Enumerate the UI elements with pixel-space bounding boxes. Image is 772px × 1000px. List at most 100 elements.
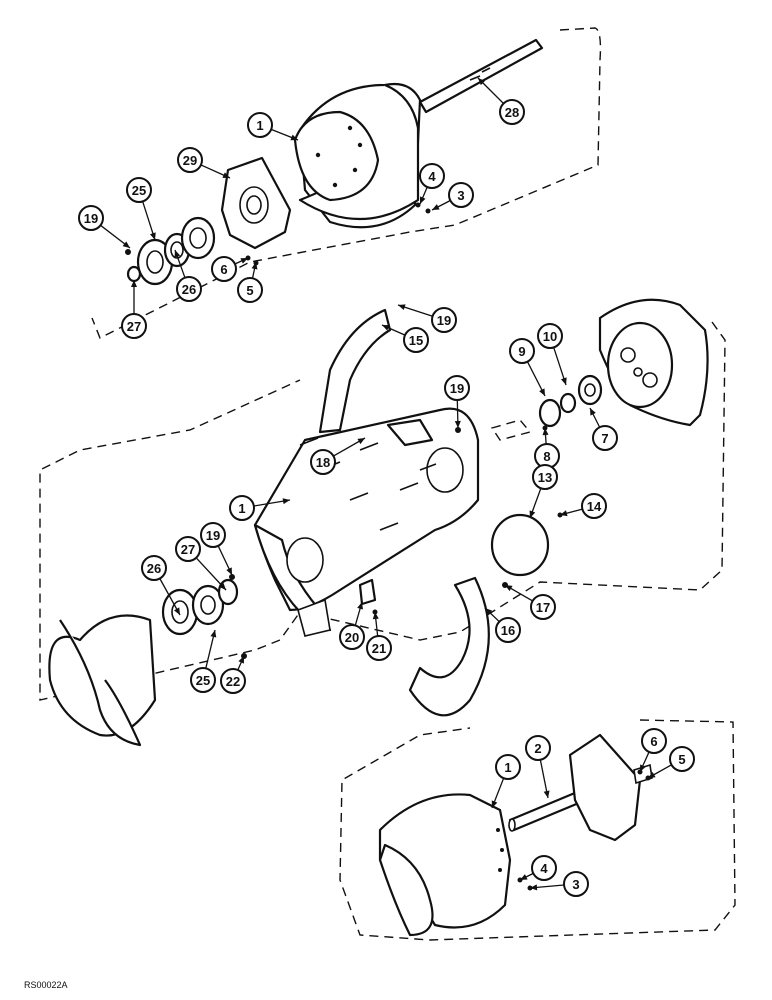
callout-20: 20 [339, 601, 365, 650]
callout-27: 27 [175, 536, 227, 591]
callout-number: 5 [678, 752, 685, 767]
callout-19: 19 [444, 375, 470, 429]
callout-number: 1 [256, 118, 263, 133]
callout-arrowhead [131, 280, 137, 287]
callout-arrowhead [398, 304, 406, 311]
callout-arrowhead [485, 608, 493, 616]
callout-arrowhead [210, 630, 217, 638]
callout-29: 29 [177, 147, 231, 179]
callout-25: 25 [190, 629, 217, 693]
callout-number: 3 [572, 877, 579, 892]
callout-arrowhead [560, 510, 568, 517]
callout-arrowhead [357, 602, 363, 610]
callout-arrowhead [529, 510, 536, 518]
callout-balloon [220, 668, 246, 694]
callout-arrowhead [640, 764, 646, 772]
callout-number: 27 [127, 319, 141, 334]
callout-arrowhead [173, 607, 180, 615]
callout-arrowhead [530, 884, 538, 891]
callout-balloon [200, 522, 226, 548]
callout-9: 9 [509, 338, 546, 397]
callout-5: 5 [237, 261, 263, 303]
callout-arrowhead [174, 250, 181, 258]
callout-arrowhead [543, 790, 550, 798]
callout-number: 26 [182, 282, 196, 297]
callout-number: 20 [345, 630, 359, 645]
callout-arrowhead [251, 262, 258, 270]
callout-arrowhead [454, 420, 461, 428]
callout-leader [195, 557, 227, 591]
callout-balloon [141, 555, 167, 581]
flange-bearing-left [161, 574, 239, 636]
callout-balloon [531, 855, 557, 881]
callout-number: 16 [501, 623, 515, 638]
bearing-plate-29 [220, 156, 292, 250]
callout-19: 19 [200, 522, 233, 576]
callout-arrowhead [648, 771, 656, 778]
callout-number: 4 [428, 169, 436, 184]
callout-number: 28 [505, 105, 519, 120]
callout-arrowhead [372, 612, 379, 620]
callout-balloon [229, 495, 255, 521]
nut-19-middle [455, 427, 461, 433]
callout-arrowhead [290, 134, 298, 141]
callout-balloon [403, 327, 429, 353]
callout-2: 2 [525, 735, 551, 799]
callout-balloon [419, 163, 445, 189]
callout-arrowhead [240, 258, 248, 264]
callout-number: 25 [132, 183, 146, 198]
callout-balloon [190, 667, 216, 693]
callout-number: 9 [518, 344, 525, 359]
callout-number: 7 [601, 431, 608, 446]
callout-arrowhead [539, 388, 545, 396]
group-boundary-middle [39, 321, 726, 701]
housing-drum-bottom [378, 793, 512, 937]
callout-28: 28 [477, 77, 525, 125]
auger-shaft-2 [508, 733, 653, 842]
callout-balloon [121, 313, 147, 339]
callout-balloon [495, 754, 521, 780]
callout-6: 6 [639, 728, 667, 773]
flange-bearing-right [538, 374, 603, 428]
callout-number: 1 [238, 501, 245, 516]
figure-code: RS00022A [24, 980, 68, 990]
callout-15: 15 [381, 324, 429, 353]
callout-balloon [499, 99, 525, 125]
callout-arrowhead [226, 567, 232, 575]
callout-balloon [237, 277, 263, 303]
callout-number: 8 [543, 449, 550, 464]
callout-balloon [310, 449, 336, 475]
callout-number: 25 [196, 673, 210, 688]
callout-16: 16 [484, 607, 521, 643]
callout-arrowhead [560, 377, 567, 385]
callout-18: 18 [310, 437, 366, 475]
callout-balloon [78, 205, 104, 231]
callout-arrowhead [357, 438, 365, 445]
group-boundary-top [91, 27, 602, 339]
callout-arrowhead [420, 196, 426, 204]
callout-balloon [563, 871, 589, 897]
cover-plate-13 [490, 513, 550, 577]
housing-drum-top [293, 82, 422, 229]
callout-number: 26 [147, 561, 161, 576]
callout-3: 3 [431, 182, 474, 211]
callout-number: 13 [538, 470, 552, 485]
callout-arrowhead [432, 204, 440, 210]
group-boundary-bottom [339, 719, 736, 941]
callout-balloon [532, 464, 558, 490]
callout-number: 6 [220, 262, 227, 277]
callout-number: 27 [181, 542, 195, 557]
callout-arrowhead [382, 325, 390, 331]
callout-number: 5 [246, 283, 253, 298]
callout-number: 14 [587, 499, 602, 514]
callout-arrowhead [491, 800, 498, 808]
callout-balloon [581, 493, 607, 519]
bolt-3-top [425, 208, 431, 214]
housing-drum-right [598, 298, 709, 427]
callout-13: 13 [529, 464, 558, 519]
callout-14: 14 [559, 493, 607, 519]
callout-25: 25 [126, 177, 156, 241]
housing-drum-left [48, 614, 157, 747]
